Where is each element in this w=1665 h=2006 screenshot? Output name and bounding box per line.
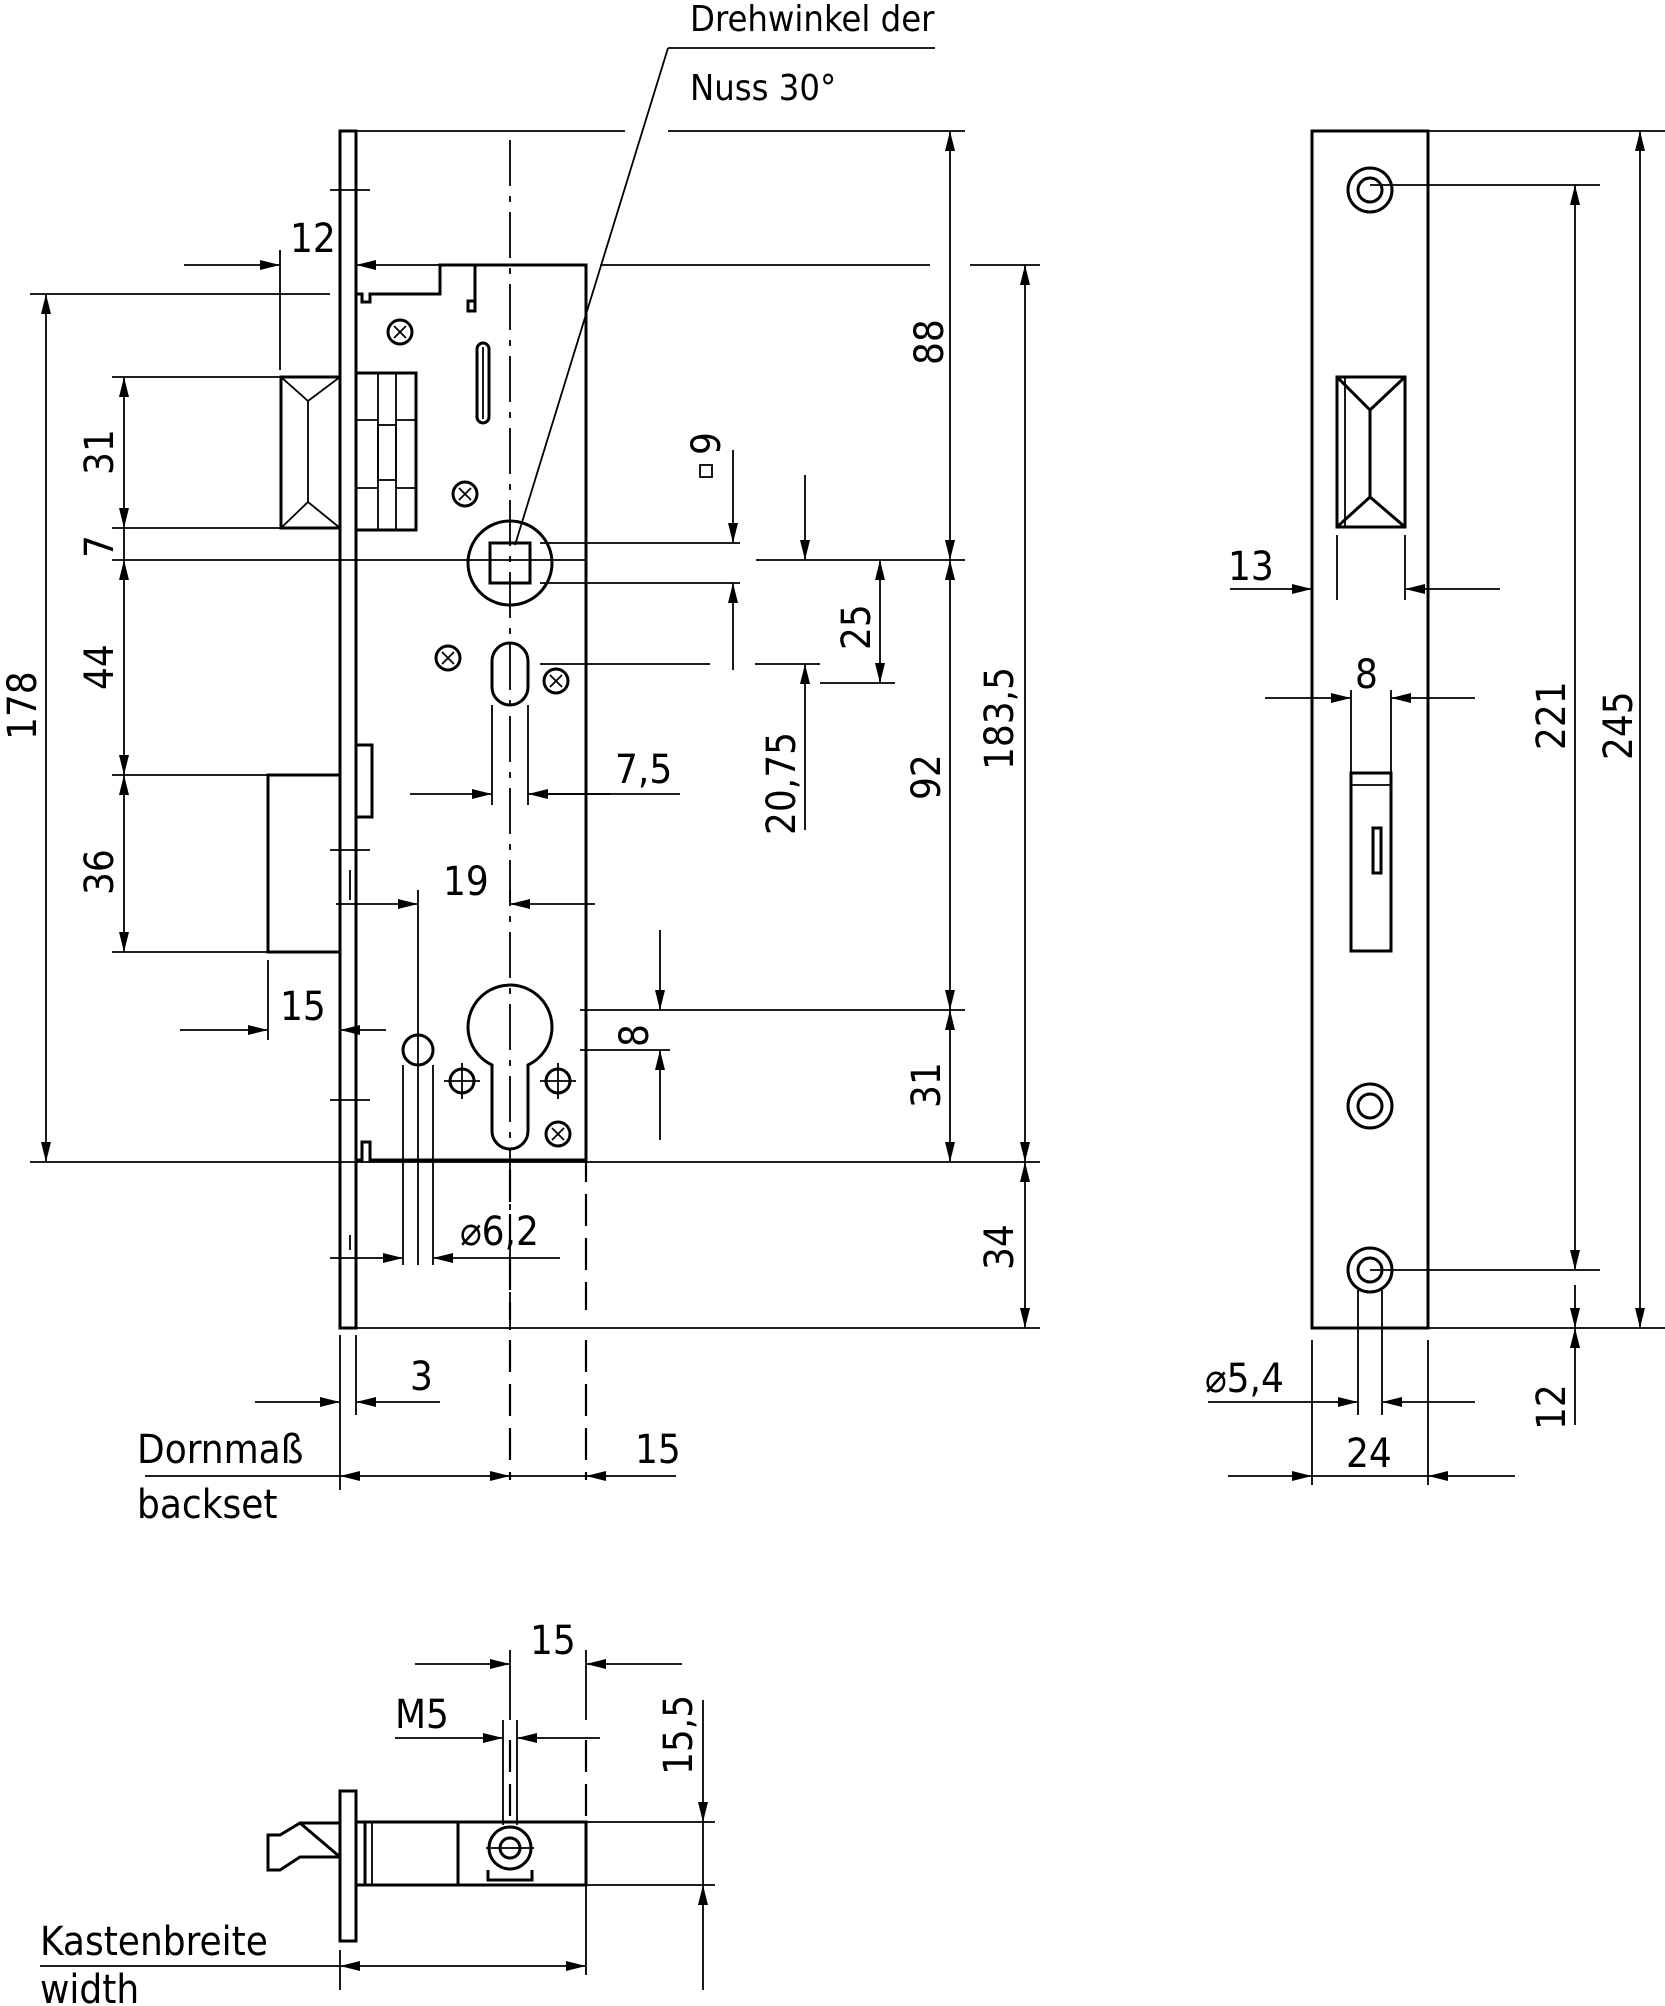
dim-20-75: 20,75 bbox=[759, 732, 805, 835]
side-view bbox=[1208, 129, 1665, 1485]
dim-88: 88 bbox=[907, 319, 953, 365]
kastenbreite-label: Kastenbreite bbox=[40, 1919, 268, 1965]
latch-bolt bbox=[279, 375, 342, 530]
bottom-latch bbox=[266, 1821, 341, 1872]
drehwinkel-line1: Drehwinkel der bbox=[690, 0, 935, 40]
latch-mechanism bbox=[354, 371, 418, 532]
latch-opening bbox=[1335, 375, 1407, 529]
dim-12-side: 12 bbox=[1529, 1384, 1575, 1430]
dim-19: 19 bbox=[443, 859, 489, 905]
front-dimension-lines bbox=[30, 47, 1040, 1490]
dim-12-top: 12 bbox=[290, 216, 336, 262]
dim-31-left: 31 bbox=[77, 429, 123, 475]
dim-36: 36 bbox=[77, 849, 123, 895]
dim-44: 44 bbox=[77, 644, 123, 690]
bottom-faceplate bbox=[338, 1789, 358, 1943]
width-label: width bbox=[40, 1967, 139, 2006]
bottom-view bbox=[40, 1650, 715, 1990]
dim-245: 245 bbox=[1596, 691, 1642, 760]
dim-183-5: 183,5 bbox=[977, 667, 1023, 770]
dim-15-backset: 15 bbox=[635, 1427, 681, 1473]
bolt-opening bbox=[1349, 771, 1393, 953]
dim-8-side: 8 bbox=[1355, 652, 1378, 698]
side-faceplate bbox=[1310, 129, 1430, 1330]
faceplate-screw-holes bbox=[1346, 166, 1394, 1294]
dim-8-cylinder: 8 bbox=[612, 1024, 658, 1047]
guide-slot bbox=[475, 341, 491, 425]
dim-25: 25 bbox=[834, 604, 880, 650]
drehwinkel-line2: Nuss 30° bbox=[690, 68, 836, 109]
dim-31-right: 31 bbox=[904, 1062, 950, 1108]
front-view bbox=[266, 129, 588, 1480]
dim-6-2: ⌀6,2 bbox=[460, 1209, 539, 1255]
dim-9: 9 bbox=[684, 432, 730, 455]
dim-7: 7 bbox=[77, 535, 123, 558]
deadbolt bbox=[266, 743, 374, 954]
cylinder-fixing-holes bbox=[444, 1063, 576, 1099]
dim-13: 13 bbox=[1228, 544, 1274, 590]
dim-15-left: 15 bbox=[280, 984, 326, 1030]
dim-24: 24 bbox=[1346, 1431, 1392, 1477]
dim-15-5: 15,5 bbox=[656, 1695, 702, 1775]
dim-7-5: 7,5 bbox=[615, 747, 672, 793]
dim-178: 178 bbox=[0, 671, 46, 740]
screw-icons bbox=[386, 318, 572, 1148]
faceplate bbox=[338, 129, 358, 1330]
dim-92: 92 bbox=[904, 754, 950, 800]
lock-case-outline bbox=[356, 263, 588, 1162]
dim-3: 3 bbox=[410, 1354, 433, 1400]
bottom-nut bbox=[486, 1825, 534, 1882]
dim-34: 34 bbox=[977, 1224, 1023, 1270]
square-symbol bbox=[699, 464, 713, 478]
dim-15-bottom: 15 bbox=[530, 1618, 576, 1664]
dornmass-label: Dornmaß bbox=[137, 1427, 303, 1473]
dim-5-4: ⌀5,4 bbox=[1205, 1356, 1284, 1402]
backset-label: backset bbox=[137, 1482, 278, 1528]
cylinder-cutout bbox=[466, 983, 554, 1151]
dim-m5: M5 bbox=[395, 1692, 449, 1738]
dim-221: 221 bbox=[1529, 681, 1575, 750]
